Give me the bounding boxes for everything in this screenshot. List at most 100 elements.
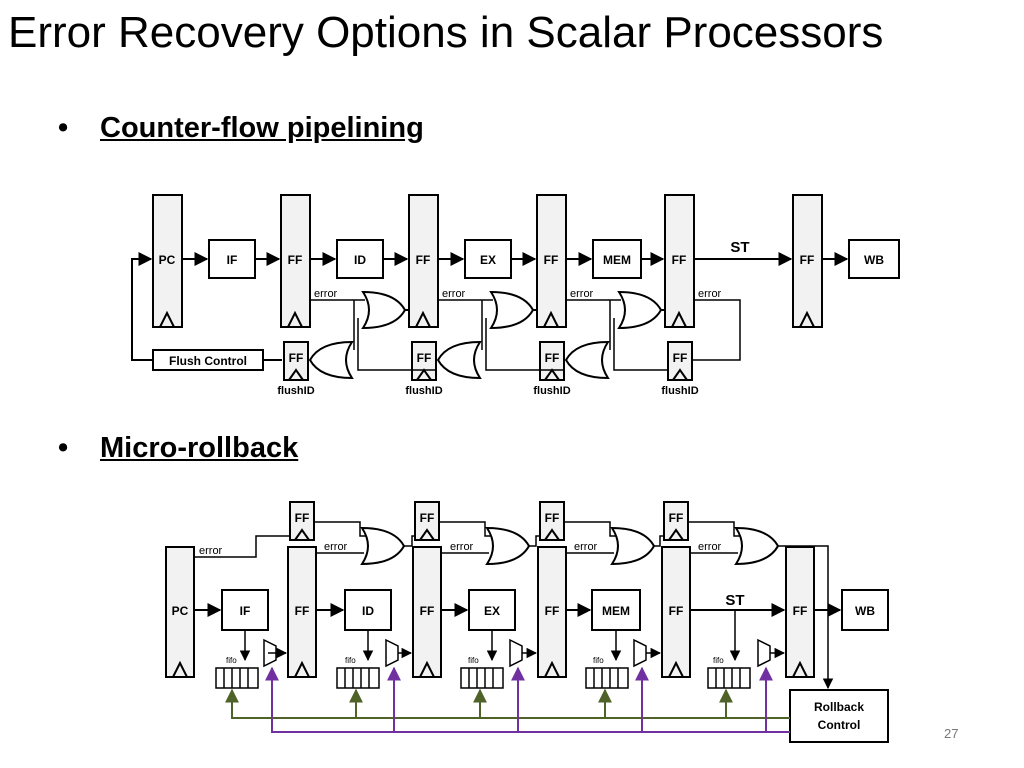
rollback-label-line2: Control (818, 718, 861, 732)
mr-error-label-4: error (698, 541, 722, 553)
ff-label-5: FF (800, 253, 815, 267)
mr-ex-label: EX (484, 604, 500, 618)
counter-flow-labels: PC IF FF ID FF EX FF MEM FF FF WB ST err… (159, 239, 885, 397)
mr-top-ff-4 (663, 501, 689, 541)
mr-wb-label: WB (855, 604, 875, 618)
mr-mem-stage-box (591, 589, 641, 631)
counter-flow-diagram (131, 194, 900, 381)
flushid-ff-label-3: FF (545, 351, 560, 365)
bullet-micro-rollback: • Micro-rollback (58, 432, 298, 465)
mr-ff-label-1: FF (295, 604, 310, 618)
bullet-label-micro-rollback: Micro-rollback (100, 432, 299, 464)
mr-error-label-0: error (199, 545, 223, 557)
mr-or-gate-3 (610, 526, 656, 566)
ex-label: EX (480, 253, 496, 267)
flushid-ff-1 (283, 341, 309, 381)
mr-error-label-2: error (450, 541, 474, 553)
pc-label: PC (159, 253, 176, 267)
wb-stage-box (848, 239, 900, 279)
flushid-ff-4 (667, 341, 693, 381)
mr-if-stage-box (221, 589, 269, 631)
fifo-label-3: fifo (468, 656, 479, 665)
rollback-control-lines (225, 666, 790, 733)
mr-top-ff-label-3: FF (545, 511, 560, 525)
mux-4 (633, 638, 647, 668)
or-gate-1 (361, 290, 407, 330)
page-number: 27 (944, 726, 959, 741)
micro-rollback-labels: PC IF FF ID FF EX FF MEM FF FF WB ST FF … (172, 511, 876, 732)
pc-register (152, 194, 183, 328)
flushid-ff-label-4: FF (673, 351, 688, 365)
bullet-marker: • (58, 432, 69, 464)
ff-label-2: FF (416, 253, 431, 267)
flushid-ff-2 (411, 341, 437, 381)
bullet-counter-flow: • Counter-flow pipelining (58, 112, 424, 145)
mr-top-ff-label-4: FF (669, 511, 684, 525)
flushid-label-2: flushID (405, 385, 442, 397)
mr-if-label: IF (240, 604, 251, 618)
ff-register-5 (792, 194, 823, 328)
mr-ff-register-2 (412, 546, 442, 678)
mux-2 (385, 638, 399, 668)
fifo-4 (585, 667, 629, 689)
ff-register-3 (536, 194, 567, 328)
ff-label-3: FF (544, 253, 559, 267)
or-gate-6 (564, 340, 610, 380)
rollback-label-line1: Rollback (814, 700, 864, 714)
flushid-label-1: flushID (277, 385, 314, 397)
mr-or-gate-1 (360, 526, 406, 566)
mr-ff-label-4: FF (669, 604, 684, 618)
mr-error-label-3: error (574, 541, 598, 553)
ff-register-1 (280, 194, 311, 328)
or-gate-5 (436, 340, 482, 380)
ff-label-1: FF (288, 253, 303, 267)
mr-error-label-1: error (324, 541, 348, 553)
fifo-2 (336, 667, 380, 689)
fifo-3 (460, 667, 504, 689)
bullet-label-counter-flow: Counter-flow pipelining (100, 112, 424, 144)
mr-mem-label: MEM (602, 604, 630, 618)
ff-label-4: FF (672, 253, 687, 267)
mr-top-ff-2 (414, 501, 440, 541)
error-label-2: error (442, 288, 466, 300)
error-label-1: error (314, 288, 338, 300)
mr-ff-register-4 (661, 546, 691, 678)
mr-error-wires (194, 521, 834, 690)
or-gate-3 (617, 290, 663, 330)
rollback-control-box (789, 689, 889, 743)
fifo-label-5: fifo (713, 656, 724, 665)
mr-top-ff-label-1: FF (295, 511, 310, 525)
error-label-4: error (698, 288, 722, 300)
or-gate-4 (308, 340, 354, 380)
ex-stage-box (464, 239, 512, 279)
mr-top-ff-1 (289, 501, 315, 541)
error-label-3: error (570, 288, 594, 300)
flush-control-label: Flush Control (169, 354, 247, 368)
or-gate-2 (489, 290, 535, 330)
mr-pc-label: PC (172, 604, 189, 618)
if-label: IF (227, 253, 238, 267)
mr-ff-register-3 (537, 546, 567, 678)
id-label: ID (354, 253, 366, 267)
mr-id-stage-box (344, 589, 392, 631)
micro-rollback-diagram (165, 501, 889, 743)
mr-top-ff-3 (539, 501, 565, 541)
mux-5 (757, 638, 771, 668)
wb-label: WB (864, 253, 884, 267)
mr-st-label: ST (725, 592, 744, 609)
mr-datapath-arrows (194, 603, 842, 662)
mr-wb-stage-box (841, 589, 889, 631)
flushid-ff-label-1: FF (289, 351, 304, 365)
flush-feedback-wire (131, 252, 153, 361)
mr-ff-label-3: FF (545, 604, 560, 618)
fifo-1 (215, 667, 259, 689)
bullet-marker: • (58, 112, 69, 144)
fifo-label-1: fifo (226, 656, 237, 665)
mr-top-ff-label-2: FF (420, 511, 435, 525)
mr-or-gate-4 (734, 526, 780, 566)
mr-ff-register-1 (287, 546, 317, 678)
mux-3 (509, 638, 523, 668)
fifo-label-2: fifo (345, 656, 356, 665)
st-label: ST (730, 239, 749, 256)
